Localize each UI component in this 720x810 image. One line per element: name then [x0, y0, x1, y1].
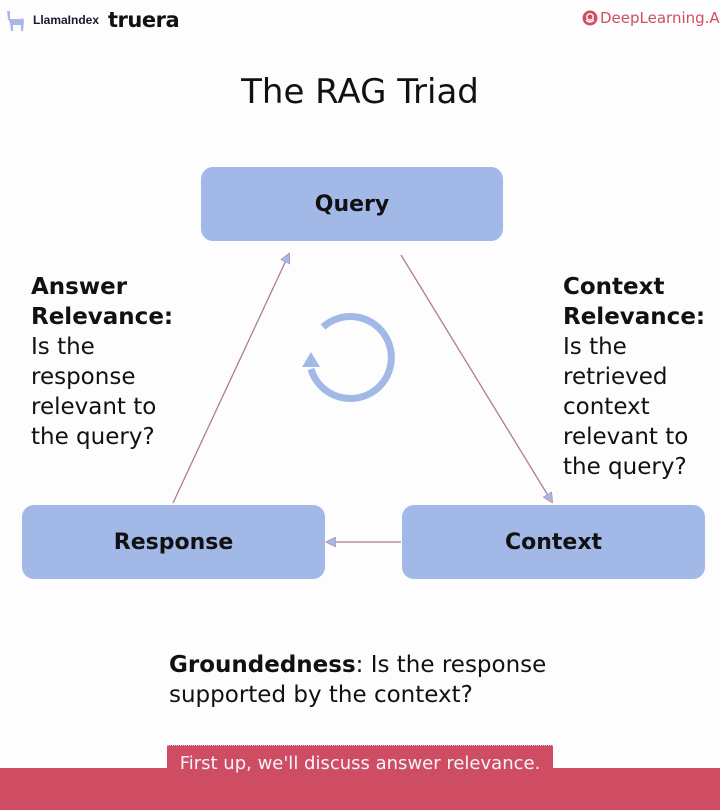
- groundedness-description: Groundedness: Is the response supported …: [169, 650, 589, 710]
- answer-relevance-description: Answer Relevance: Is the response releva…: [31, 272, 201, 452]
- groundedness-text-1: : Is the response: [355, 652, 547, 678]
- context-relevance-line: the query?: [563, 454, 687, 480]
- node-query-label: Query: [314, 191, 390, 217]
- answer-relevance-line: relevant to: [31, 394, 157, 420]
- context-relevance-line: relevant to: [563, 424, 689, 450]
- diagram-title: The RAG Triad: [241, 72, 479, 112]
- deeplearning-brand: DeepLearning.AI: [600, 9, 720, 27]
- answer-relevance-line: response: [31, 364, 136, 390]
- subtitle-caption: First up, we'll discuss answer relevance…: [167, 745, 553, 782]
- answer-relevance-heading-1: Answer: [31, 274, 128, 300]
- answer-relevance-line: Is the: [31, 334, 95, 360]
- edge-query-to-context: [400, 254, 552, 502]
- context-relevance-description: Context Relevance: Is the retrieved cont…: [563, 272, 720, 482]
- node-response-label: Response: [113, 529, 234, 555]
- answer-relevance-heading-2: Relevance:: [31, 304, 174, 330]
- deeplearning-logo-icon: [582, 10, 598, 26]
- edge-response-to-query: [172, 254, 289, 504]
- context-relevance-line: Is the: [563, 334, 627, 360]
- groundedness-text-2: supported by the context?: [169, 682, 473, 708]
- context-relevance-line: context: [563, 394, 650, 420]
- cycle-arrow-icon: [302, 313, 395, 403]
- node-context-label: Context: [504, 529, 603, 555]
- node-query: Query: [201, 167, 503, 241]
- node-response: Response: [22, 505, 325, 579]
- llama-logo-icon: [7, 11, 24, 31]
- context-relevance-heading-1: Context: [563, 274, 665, 300]
- llamaindex-brand: LlamaIndex: [33, 13, 100, 27]
- node-context: Context: [402, 505, 705, 579]
- answer-relevance-line: the query?: [31, 424, 155, 450]
- context-relevance-heading-2: Relevance:: [563, 304, 706, 330]
- truera-brand: truera: [108, 8, 180, 32]
- context-relevance-line: retrieved: [563, 364, 668, 390]
- groundedness-heading: Groundedness: [169, 652, 356, 678]
